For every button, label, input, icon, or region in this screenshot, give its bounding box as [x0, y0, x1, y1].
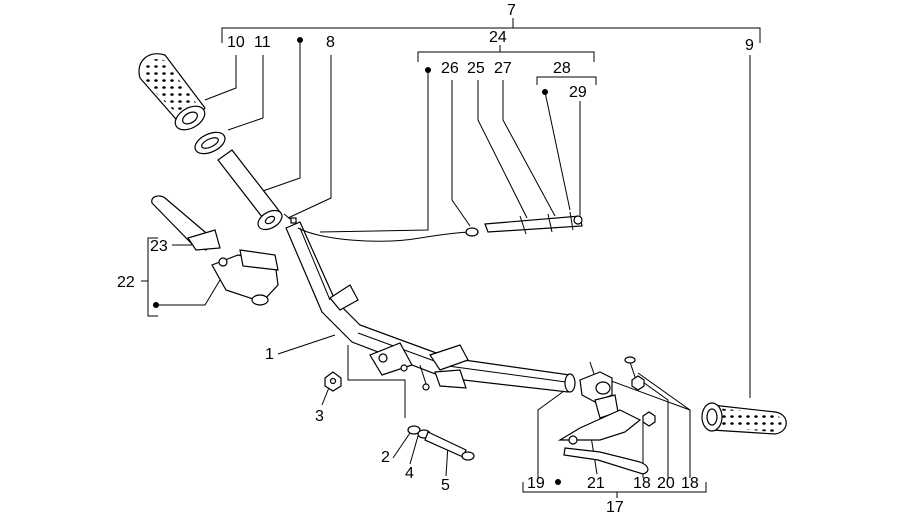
callout-1: 1: [265, 346, 274, 363]
washer-small: [407, 425, 421, 435]
right-brake-lever: [557, 409, 649, 475]
left-brake-lever: [151, 195, 221, 251]
washer: [194, 131, 226, 155]
callout-17: 17: [606, 499, 624, 514]
callout-20: 20: [657, 475, 675, 492]
callout-9: 9: [745, 37, 754, 54]
callout-11: 11: [254, 34, 271, 51]
callout-22: 22: [117, 274, 135, 291]
throttle-tube: [217, 149, 283, 231]
callout-21: 21: [587, 475, 605, 492]
right-clamp: [579, 371, 619, 419]
right-screws: [589, 356, 656, 427]
callout-7: 7: [507, 2, 516, 19]
leader-lines: [156, 40, 751, 478]
callout-18-right: 18: [681, 475, 699, 492]
callout-3: 3: [315, 408, 324, 425]
callout-26: 26: [441, 60, 459, 77]
callout-2: 2: [381, 449, 390, 466]
callout-8: 8: [326, 34, 335, 51]
long-bolt: [424, 431, 475, 461]
callout-27: 27: [494, 60, 512, 77]
callout-4: 4: [405, 465, 414, 482]
throttle-cable: [297, 211, 583, 242]
callout-10: 10: [227, 34, 245, 51]
bullet-markers: [153, 37, 561, 485]
small-screw: [283, 213, 297, 224]
callout-18-left: 18: [633, 475, 651, 492]
right-grip: [701, 402, 787, 435]
callout-5: 5: [441, 477, 450, 494]
callout-28: 28: [553, 60, 571, 77]
callout-25: 25: [467, 60, 485, 77]
master-cylinder: [211, 249, 279, 306]
callout-24: 24: [489, 29, 507, 46]
small-bolt: [419, 364, 430, 391]
callout-29: 29: [569, 84, 587, 101]
callout-23: 23: [150, 238, 168, 255]
nut: [324, 371, 342, 392]
callout-labels: 7 10 11 8 24 9 26 25 27 28 29 23 22 1 3 …: [117, 2, 754, 514]
bracket-lines: [141, 18, 761, 498]
left-grip: [138, 53, 206, 131]
callout-19: 19: [527, 475, 545, 492]
handlebar: [285, 221, 576, 393]
